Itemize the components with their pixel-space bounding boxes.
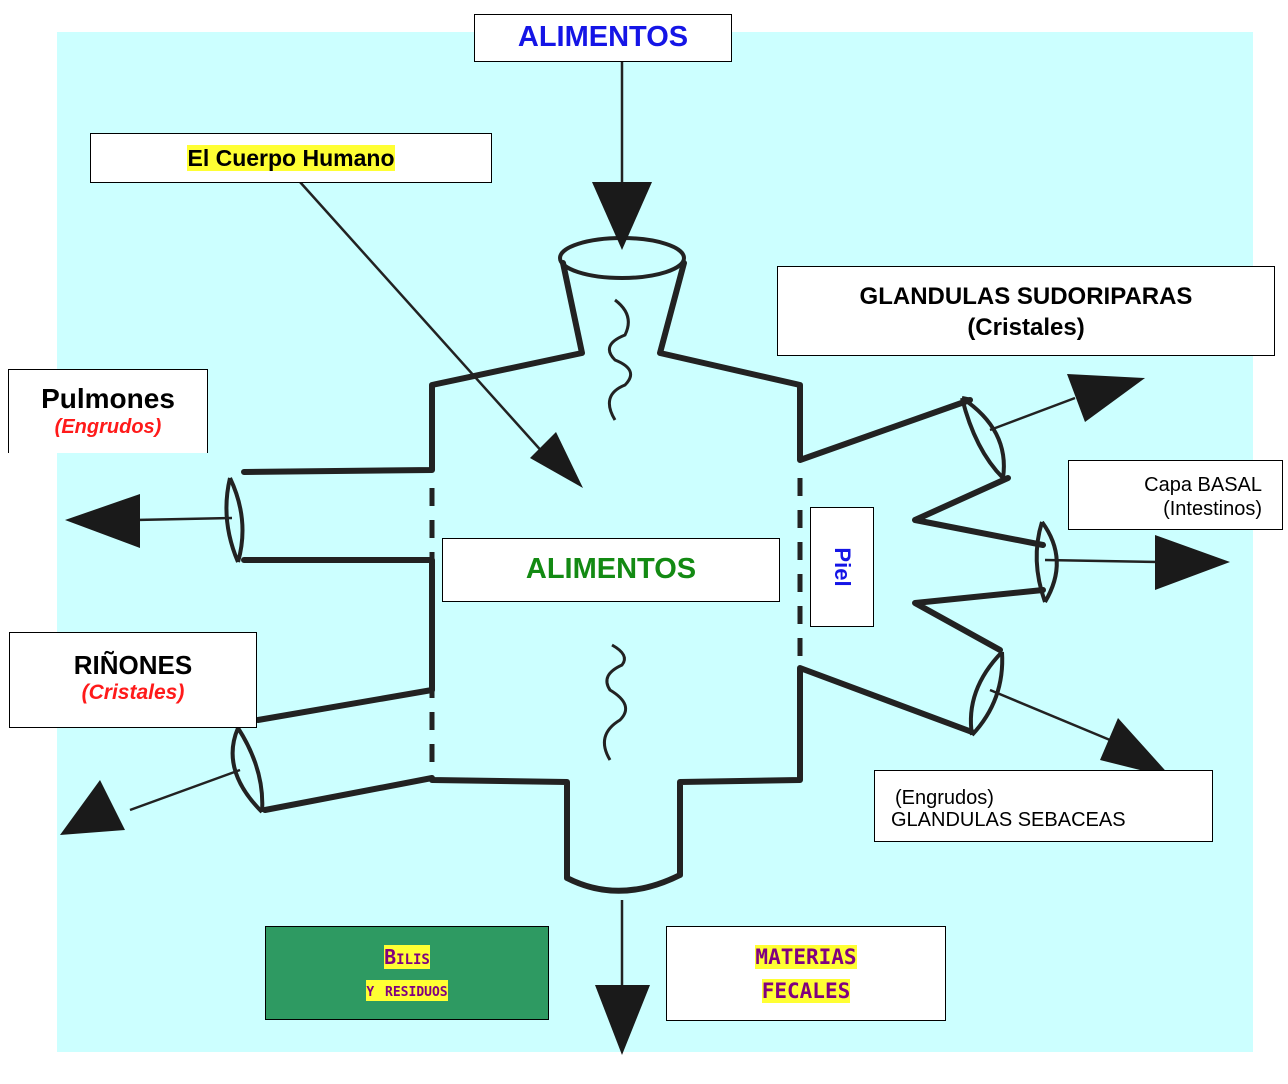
- arrowhead-pulmones: [65, 494, 140, 548]
- bilis-box: Bilis y residuos: [265, 926, 549, 1020]
- sebaceas-box: (Engrudos) GLANDULAS SEBACEAS: [874, 770, 1213, 842]
- alimentos-center-label: ALIMENTOS: [525, 553, 697, 585]
- arrowhead-top: [592, 182, 652, 250]
- arrowheads: [60, 182, 1230, 1055]
- pulmones-title: Pulmones: [41, 383, 175, 414]
- cuerpo-humano-label: El Cuerpo Humano: [187, 145, 395, 171]
- squiggles: [602, 298, 633, 761]
- capa-basal-box: Capa BASAL (Intestinos): [1068, 460, 1283, 530]
- bilis-line2: y residuos: [366, 980, 448, 1001]
- cuerpo-humano-box: El Cuerpo Humano: [90, 133, 492, 183]
- sudoriparas-title: GLANDULAS SUDORIPARAS: [859, 283, 1193, 310]
- pulmones-sub: (Engrudos): [54, 416, 162, 438]
- bilis-line1: Bilis: [384, 945, 430, 969]
- sebaceas-sub: (Engrudos): [895, 787, 994, 809]
- arrowhead-sebaceas: [1100, 718, 1172, 778]
- arrow-lines: [129, 62, 1161, 988]
- capa-basal-title: Capa BASAL: [1144, 474, 1262, 496]
- rinones-box: RIÑONES (Cristales): [9, 632, 257, 728]
- arrowhead-cuerpo: [530, 432, 583, 488]
- piel-label: Piel: [830, 547, 855, 587]
- sudoriparas-box: GLANDULAS SUDORIPARAS (Cristales): [777, 266, 1275, 356]
- arrowhead-fecales: [595, 985, 650, 1055]
- sebaceas-title: GLANDULAS SEBACEAS: [891, 809, 1126, 831]
- materias-line1: MATERIAS: [755, 945, 857, 969]
- rinones-sub: (Cristales): [81, 681, 185, 704]
- materias-line2: FECALES: [761, 979, 851, 1003]
- alimentos-center-box: ALIMENTOS: [442, 538, 780, 602]
- arrowhead-rinones: [60, 780, 125, 835]
- arrowhead-sudoriparas: [1067, 374, 1145, 422]
- alimentos-top-box: ALIMENTOS: [474, 14, 732, 62]
- piel-box: Piel: [810, 507, 874, 627]
- tubes: [224, 396, 1059, 814]
- alimentos-top-label: ALIMENTOS: [517, 21, 689, 53]
- rinones-title: RIÑONES: [73, 650, 193, 680]
- pulmones-box: Pulmones (Engrudos): [8, 369, 208, 453]
- capa-basal-sub: (Intestinos): [1163, 498, 1262, 520]
- materias-fecales-box: MATERIAS FECALES: [666, 926, 946, 1021]
- arrowhead-basal: [1155, 535, 1230, 590]
- sudoriparas-sub: (Cristales): [967, 314, 1085, 341]
- dashed-membranes: [429, 478, 803, 775]
